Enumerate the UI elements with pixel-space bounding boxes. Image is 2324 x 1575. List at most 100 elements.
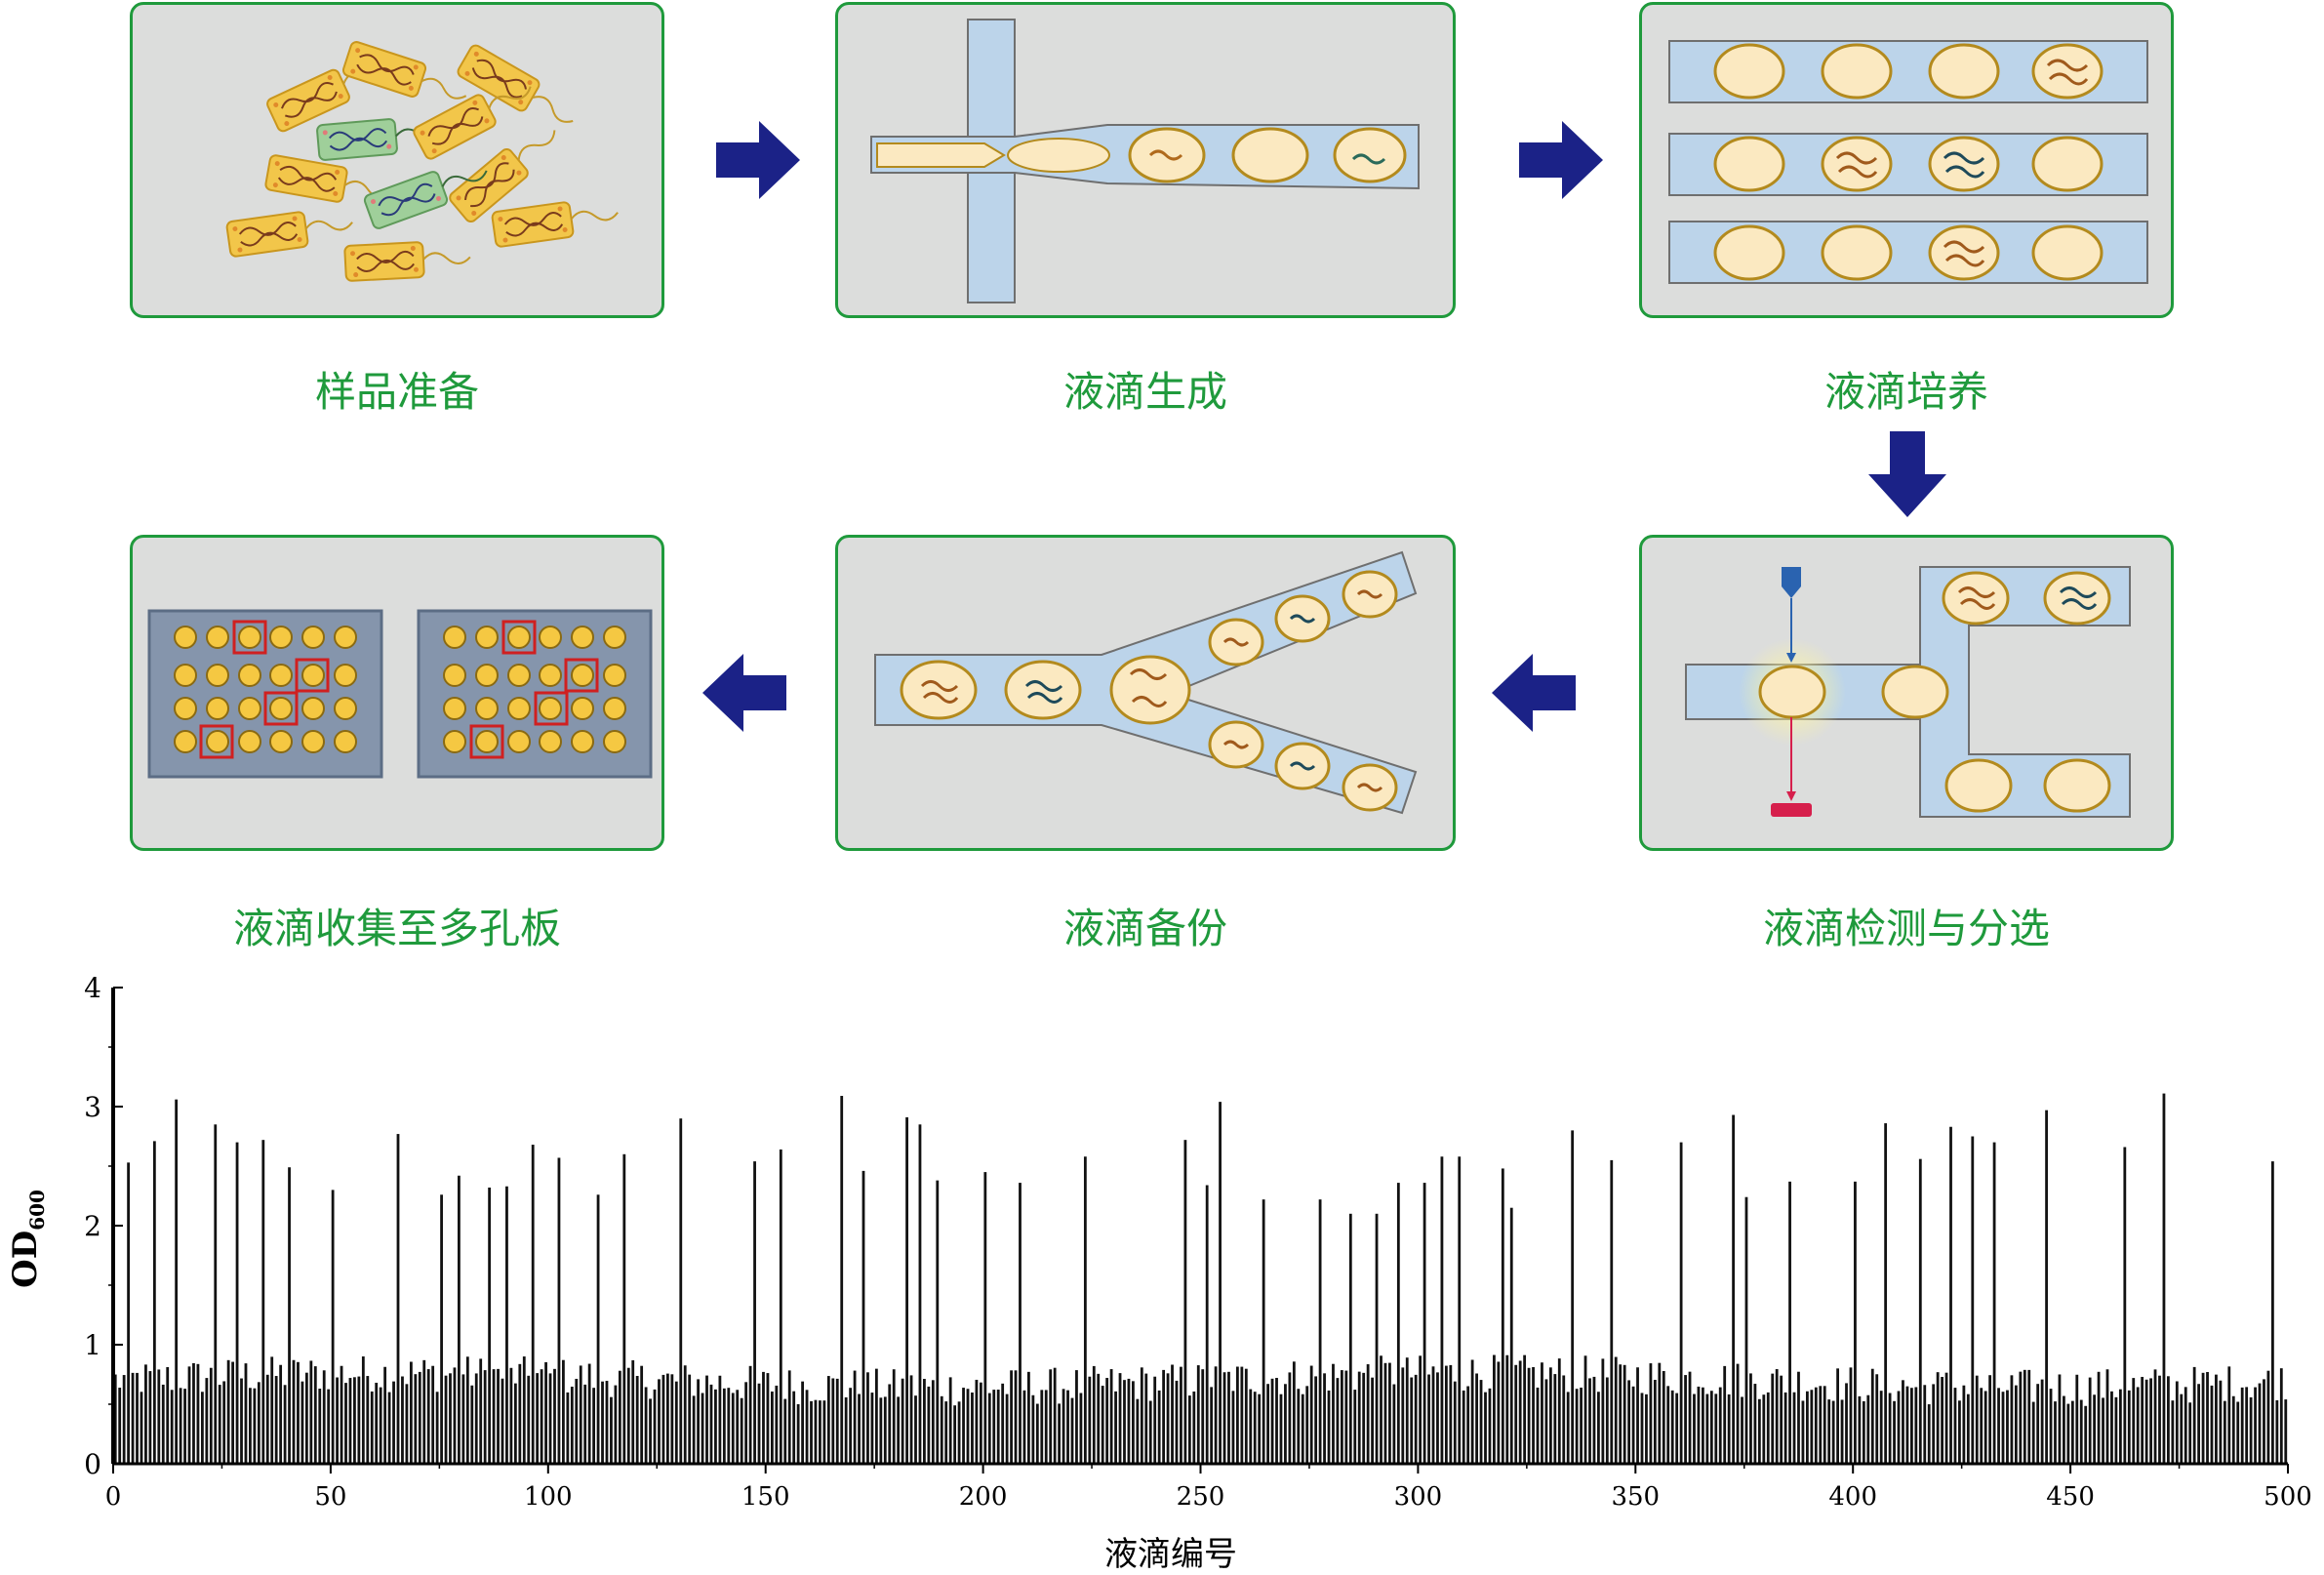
bar: [1348, 1213, 1352, 1464]
bar: [975, 1379, 979, 1464]
bar: [1980, 1388, 1983, 1464]
bar: [1284, 1384, 1287, 1464]
bar: [679, 1118, 683, 1464]
bar: [1301, 1393, 1304, 1464]
bar: [1336, 1378, 1340, 1464]
bar: [2031, 1401, 2035, 1464]
bar: [2153, 1369, 2157, 1464]
bar: [444, 1375, 448, 1464]
bar: [492, 1369, 496, 1464]
bar: [792, 1391, 796, 1464]
step-label-droplet-generation: 液滴生成: [1062, 368, 1227, 416]
bar: [1753, 1384, 1757, 1464]
bar: [1509, 1207, 1513, 1464]
step-label-droplet-culture: 液滴培养: [1823, 368, 1988, 416]
bar: [1744, 1196, 1748, 1464]
bar: [853, 1370, 857, 1464]
bar: [966, 1389, 970, 1464]
bar: [962, 1388, 965, 1464]
bar: [2197, 1384, 2201, 1464]
well: [571, 664, 594, 687]
bar: [1136, 1398, 1140, 1464]
x-tick-label: 50: [314, 1482, 346, 1512]
bar: [1140, 1367, 1143, 1464]
bar: [1144, 1373, 1148, 1464]
bar: [2171, 1400, 2175, 1464]
bar: [1766, 1392, 1770, 1464]
y-tick-label: 3: [84, 1091, 101, 1123]
well: [301, 697, 325, 720]
well: [334, 664, 357, 687]
bar: [1458, 1156, 1462, 1464]
bar: [858, 1393, 861, 1464]
bar: [626, 1367, 630, 1464]
plate-collection-illustration: [147, 609, 653, 779]
bar: [1544, 1379, 1548, 1464]
bar: [1497, 1361, 1501, 1464]
bar: [905, 1116, 908, 1464]
bar: [1923, 1385, 1927, 1464]
bar: [883, 1396, 887, 1464]
bar: [288, 1167, 291, 1464]
bar: [265, 1374, 269, 1464]
bar: [353, 1377, 356, 1464]
well: [334, 697, 357, 720]
well: [269, 697, 293, 720]
bar: [2136, 1387, 2140, 1464]
bar: [527, 1375, 531, 1464]
bar: [718, 1375, 722, 1464]
bar: [714, 1389, 717, 1464]
well: [475, 626, 499, 649]
well: [174, 626, 197, 649]
bar: [422, 1359, 426, 1464]
bar: [948, 1377, 952, 1464]
bar: [1523, 1354, 1527, 1464]
bar: [2254, 1387, 2257, 1464]
bar: [222, 1381, 226, 1464]
well: [334, 626, 357, 649]
bar: [1819, 1386, 1823, 1464]
bar: [1114, 1391, 1117, 1464]
bar: [1462, 1390, 1465, 1464]
bar: [566, 1392, 570, 1464]
bar: [631, 1359, 635, 1464]
bar: [1371, 1377, 1374, 1464]
bar: [1309, 1365, 1313, 1464]
bar: [1792, 1392, 1796, 1464]
bar: [2215, 1374, 2218, 1464]
bar: [1966, 1393, 1970, 1464]
bar: [1675, 1393, 1679, 1464]
bar: [1741, 1396, 1743, 1464]
bar: [513, 1383, 517, 1464]
bar: [635, 1375, 639, 1464]
bar: [957, 1401, 961, 1464]
well: [206, 664, 229, 687]
bar: [2180, 1393, 2184, 1464]
bar: [331, 1190, 335, 1464]
bar: [1566, 1392, 1570, 1464]
bar: [1444, 1365, 1448, 1464]
bar: [1171, 1364, 1174, 1464]
well: [539, 697, 562, 720]
bar: [2054, 1401, 2057, 1464]
bar: [344, 1383, 347, 1464]
bar: [2219, 1380, 2223, 1464]
bar: [579, 1365, 582, 1464]
bar: [2019, 1371, 2023, 1464]
bar: [1401, 1367, 1405, 1464]
well: [475, 730, 499, 753]
bar: [440, 1194, 443, 1464]
arrow-right-icon: [716, 121, 800, 199]
bar: [731, 1393, 735, 1464]
bar: [488, 1187, 492, 1464]
bar: [1575, 1389, 1579, 1464]
bar: [557, 1157, 561, 1464]
bar: [1536, 1387, 1540, 1464]
bar: [253, 1388, 257, 1464]
bar: [757, 1383, 761, 1464]
arrow-left-icon: [1492, 654, 1576, 732]
bar: [1727, 1393, 1731, 1464]
step-label-sample-prep: 样品准备: [314, 368, 479, 416]
bar: [1279, 1393, 1283, 1464]
bar: [1645, 1393, 1648, 1464]
